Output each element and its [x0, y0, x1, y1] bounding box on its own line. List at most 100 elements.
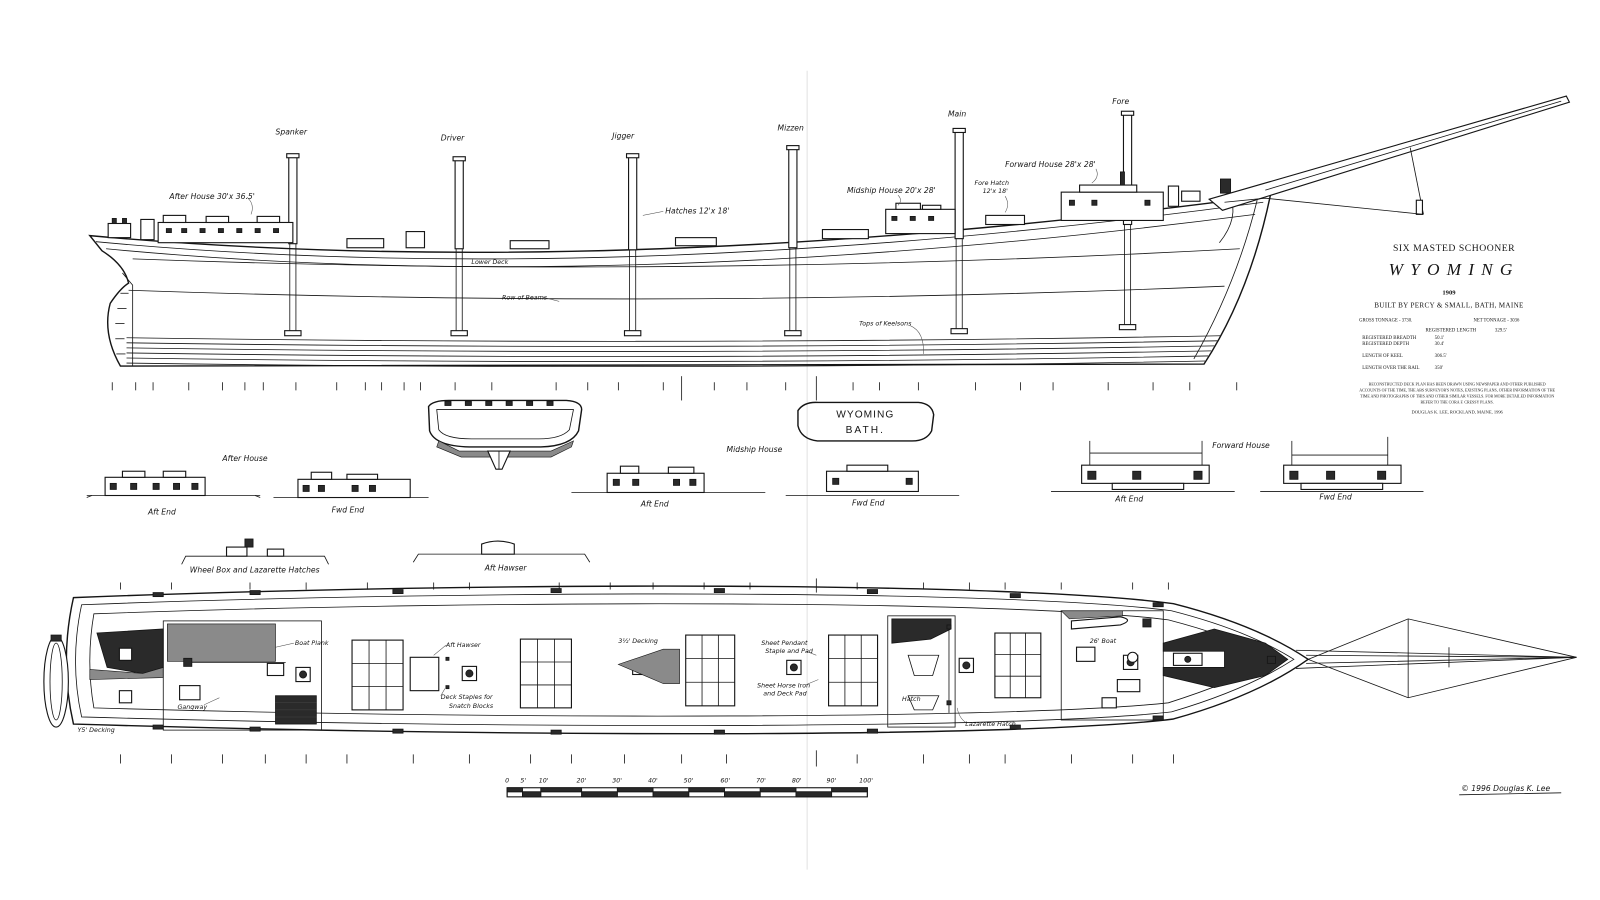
bow-decking [1162, 628, 1289, 689]
label-after-house-elev: After House [221, 454, 267, 463]
label-aft-hawser-elev: Aft Hawser [484, 563, 528, 572]
label-gangway: Gangway [178, 704, 208, 711]
signature: © 1996 Douglas K. Lee [1461, 784, 1550, 793]
chain-plate [392, 728, 404, 734]
hatch-profile-4 [821, 228, 869, 240]
stem-line [1193, 200, 1258, 360]
leader-forward-house [1091, 168, 1098, 184]
hatch-profile-1 [346, 238, 385, 249]
mast-label-spanker: Spanker [276, 128, 308, 137]
label-tops-of-keelsons: Tops of Keelsons [859, 321, 912, 328]
label-after-aft-end: Aft End [147, 508, 176, 517]
label-midship-aft-end: Aft End [640, 500, 669, 509]
leader-lazarette [956, 707, 966, 723]
midship-house-fwd-end: Fwd End [785, 464, 960, 508]
scale-bar: 0 5' 10' 20' 30' 40' 50' 60' 70' 80' 90'… [505, 778, 873, 798]
leader-deck-staples [440, 688, 446, 696]
label-boat: 26' Boat [1090, 637, 1117, 645]
hull-profile: Spanker Driver Jigger Mizzen Main Fore [88, 95, 1571, 401]
scale-label: 80' [792, 778, 802, 785]
vessel-builder: BUILT BY PERCY & SMALL, BATH, MAINE [1374, 301, 1523, 309]
midship-house-profile [885, 202, 956, 235]
chain-plate [713, 729, 725, 735]
label-sheet-horse-1: Sheet Horse Iron [757, 682, 810, 690]
hatch-grids [351, 632, 1042, 711]
deck-station-ticks [120, 578, 1174, 767]
scale-label: 5' [520, 778, 526, 785]
label-deck-staples-2: Snatch Blocks [449, 702, 494, 710]
fore-hatch-profile [985, 214, 1026, 226]
mast-label-fore: Fore [1112, 97, 1129, 106]
mast-plan-driver [461, 665, 478, 682]
hatch-plan [351, 639, 404, 711]
rail-line [95, 201, 1264, 260]
stern-decking [89, 628, 164, 704]
label-hatch: Hatch [902, 695, 921, 703]
hatch-plan [828, 634, 879, 707]
net-tonnage: NET TONNAGE - 3036 [1473, 319, 1520, 324]
forward-house-aft-end: Aft End [1051, 440, 1235, 504]
leader-hatches [642, 211, 664, 216]
mast-driver [450, 156, 468, 337]
label-wheel-box: Wheel Box and Lazarette Hatches [190, 565, 320, 574]
chain-plates [152, 588, 1164, 735]
bowsprit [1208, 95, 1571, 215]
stern-counter [122, 272, 134, 367]
aft-hawser-elevation: Aft Hawser [412, 540, 591, 572]
label-after-house: After House 30'x 36.5' [168, 192, 254, 201]
label-mid-decking: 3½' Decking [618, 637, 658, 645]
deck-bitt [118, 647, 133, 661]
chain-plate [1009, 724, 1021, 730]
keelson-line [126, 350, 1212, 357]
chain-plate [1009, 593, 1021, 599]
scale-label: 0 [505, 778, 509, 785]
label-hatches: Hatches 12'x 18' [665, 206, 729, 215]
label-forward-house-elev: Forward House [1212, 441, 1270, 450]
label-forward-fwd-end: Fwd End [1319, 493, 1352, 502]
spec-label: REGISTERED BREADTH [1362, 336, 1417, 341]
mast-label-jigger: Jigger [610, 132, 635, 141]
sheer-line [106, 213, 1256, 268]
leader-sheet-pendant [806, 651, 817, 656]
scale-fill [831, 787, 868, 793]
label-sheet-horse-2: and Deck Pad [763, 691, 807, 698]
hatch-frame [685, 634, 736, 707]
mast-label-driver: Driver [441, 134, 465, 143]
signature-underline [1459, 792, 1562, 796]
vessel-type: SIX MASTED SCHOONER [1393, 243, 1515, 254]
scale-fill [522, 791, 542, 798]
scale-label: 90' [827, 778, 837, 785]
label-aft-hawser: Aft Hawser [445, 641, 481, 649]
mast-spanker [284, 153, 302, 337]
label-lower-deck: Lower Deck [471, 259, 508, 266]
spec-label: REGISTERED DEPTH [1362, 342, 1409, 347]
leader-midship-house [897, 194, 901, 206]
hatch-frame [828, 634, 879, 707]
midship-house-aft-end: Aft End [571, 465, 766, 509]
leader-tops-of-keelsons [910, 325, 924, 354]
note-line: REFER TO THE CORA F. CRESSY PLANS. [1421, 400, 1494, 405]
leader-gangway [203, 697, 220, 706]
hatch-frame [351, 639, 404, 711]
note-line: RECONSTRUCTED DECK PLAN HAS BEEN DRAWN U… [1369, 381, 1546, 386]
label-midship-fwd-end: Fwd End [852, 499, 885, 508]
keelson-line [126, 340, 1218, 347]
label-boat-plank: Boat Plank [295, 639, 329, 647]
wheel-box-elevation: Wheel Box and Lazarette Hatches [181, 538, 329, 574]
mast-main [950, 127, 968, 335]
spec-label: LENGTH OVER THE RAIL [1362, 366, 1419, 371]
hatch-plan [994, 632, 1042, 699]
forward-house-profile [1060, 171, 1164, 222]
lower-deck-line [132, 248, 1240, 268]
deck-rail-inner [75, 593, 1295, 726]
mast-plan-spanker [295, 666, 311, 683]
chain-plate [866, 589, 878, 594]
label-forward-aft-end: Aft End [1114, 495, 1143, 504]
mast-label-main: Main [948, 109, 966, 118]
label-stern-decking: Y5' Decking [78, 727, 115, 734]
chain-plate [550, 588, 562, 593]
mast-mizzen [784, 145, 802, 337]
chain-plate [866, 728, 878, 734]
scale-divisions [506, 787, 868, 798]
